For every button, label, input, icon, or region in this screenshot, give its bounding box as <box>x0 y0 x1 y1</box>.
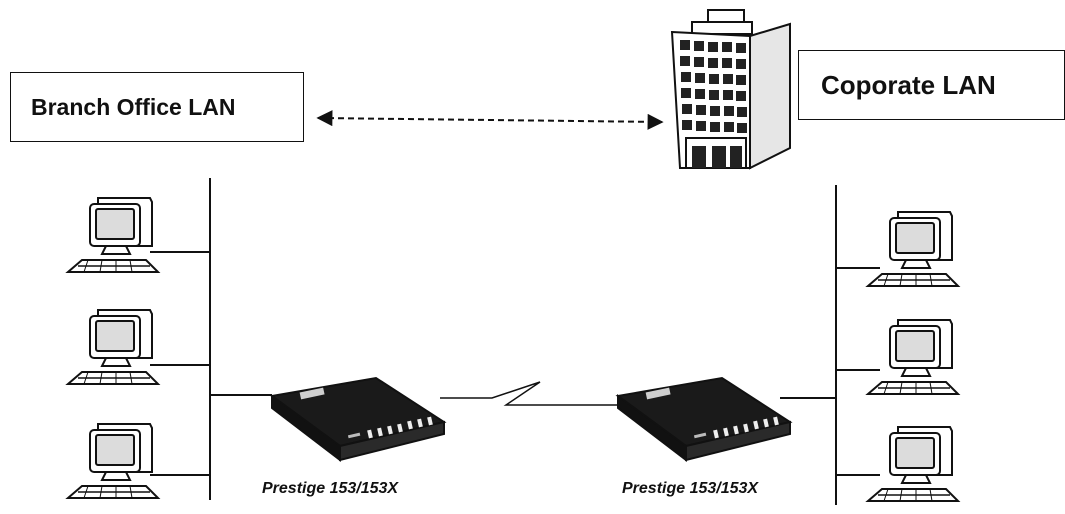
computer-icon <box>867 426 959 502</box>
corporate-lan-label: Coporate LAN <box>798 50 1065 120</box>
computer-icon <box>867 211 959 287</box>
branch-office-lan-label: Branch Office LAN <box>10 72 304 142</box>
computer-icon <box>867 319 959 395</box>
computer-icon <box>67 423 159 499</box>
office-building-icon <box>670 9 791 170</box>
computer-icon <box>67 309 159 385</box>
router-label-branch: Prestige 153/153X <box>262 480 399 497</box>
dashed-connection-arrow <box>316 110 664 130</box>
router-icon <box>617 377 791 461</box>
router-label-corporate: Prestige 153/153X <box>622 480 759 497</box>
computer-icon <box>67 197 159 273</box>
router-icon <box>271 377 445 461</box>
wan-link <box>440 381 618 406</box>
